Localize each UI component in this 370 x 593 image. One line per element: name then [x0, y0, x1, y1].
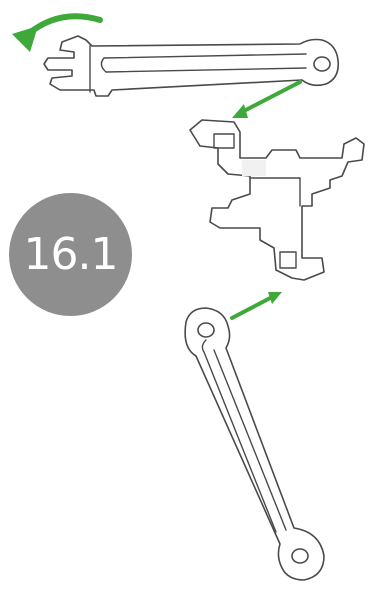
- insert-arrow-icon-bottom: [232, 292, 282, 318]
- step-number: 16.1: [24, 229, 118, 280]
- step-number-badge: 16.1: [9, 193, 132, 316]
- insert-arrow-icon-top: [232, 82, 300, 118]
- middle-plate-part: [190, 120, 364, 280]
- lower-strap-part: [185, 308, 324, 580]
